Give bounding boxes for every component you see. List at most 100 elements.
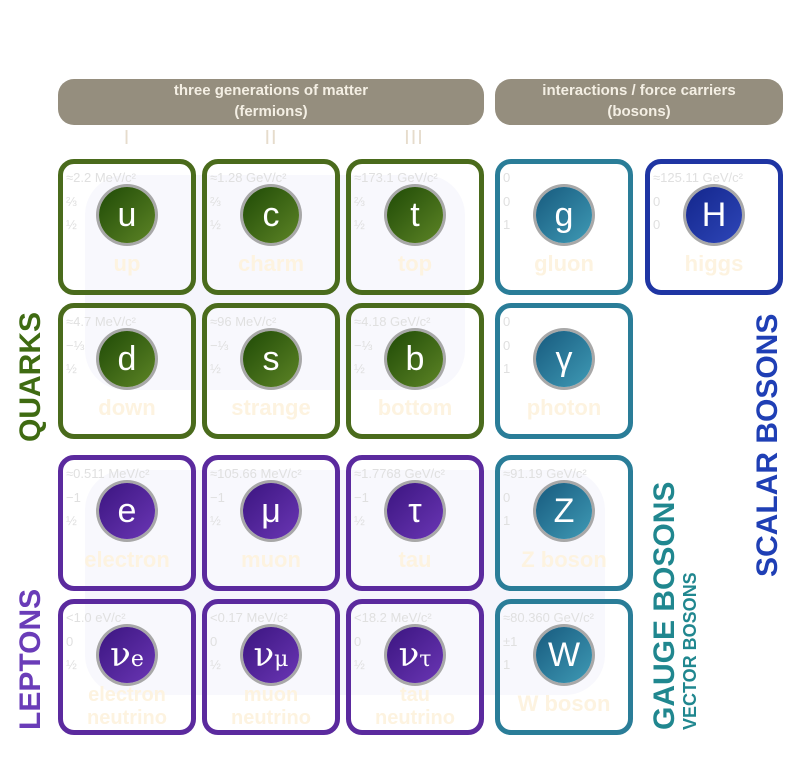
particle-card-photon[interactable]: 0 0 1 γ photon: [495, 303, 633, 439]
charge-label: 0: [503, 338, 511, 353]
particle-card-bottom[interactable]: ≈4.18 GeV/c² −⅓ ½ b bottom: [346, 303, 484, 439]
particle-name: gluon: [534, 251, 594, 276]
charge-label: −⅓: [210, 338, 229, 353]
particle-card-electron[interactable]: ≈0.511 MeV/c² −1 ½ e electron: [58, 455, 196, 591]
symbol-text: b: [405, 339, 425, 378]
symbol-text: c: [262, 195, 280, 234]
particle-symbol-icon: t: [387, 187, 443, 243]
particle-card-down[interactable]: ≈4.7 MeV/c² −⅓ ½ d down: [58, 303, 196, 439]
particle-card-muon[interactable]: ≈105.66 MeV/c² −1 ½ μ muon: [202, 455, 340, 591]
particle-name-line2: neutrino: [231, 707, 311, 729]
particle-name-line1: muon: [243, 684, 299, 706]
particle-card-w-boson[interactable]: ≈80.360 GeV/c² ±1 1 W W boson: [495, 599, 633, 735]
particle-card-higgs[interactable]: ≈125.11 GeV/c² 0 0 H higgs: [645, 159, 783, 295]
particle-name: charm: [237, 251, 305, 276]
particle-name: W boson: [517, 691, 611, 716]
mass-label: ≈2.2 MeV/c²: [66, 170, 136, 185]
spin-label: ½: [66, 657, 77, 672]
particle-name: tau neutrino: [351, 684, 479, 730]
gauge-bosons-label: GAUGE BOSONS: [648, 481, 681, 730]
mass-label: ≈96 MeV/c²: [210, 314, 277, 329]
symbol-text: Z: [553, 491, 575, 530]
bosons-header: interactions / force carriers (bosons): [495, 79, 783, 125]
spin-label: ½: [354, 513, 365, 528]
charge-label: −1: [66, 490, 81, 505]
particle-card-top[interactable]: ≈173.1 GeV/c² ⅔ ½ t top: [346, 159, 484, 295]
generation-label-3: III: [404, 127, 424, 149]
charge-label: −1: [354, 490, 369, 505]
symbol-text: ν: [253, 635, 275, 675]
charge-label: 0: [66, 634, 74, 649]
symbol-text: g: [554, 195, 574, 234]
spin-label: ½: [210, 361, 221, 376]
particle-card-tau[interactable]: ≈1.7768 GeV/c² −1 ½ τ tau: [346, 455, 484, 591]
particle-card-z-boson[interactable]: ≈91.19 GeV/c² 0 1 Z Z boson: [495, 455, 633, 591]
charge-label: ±1: [503, 634, 518, 649]
mass-label: <18.2 MeV/c²: [354, 610, 432, 625]
particle-name: electron: [84, 547, 170, 572]
spin-label: ½: [354, 217, 365, 232]
particle-symbol-icon: W: [536, 627, 592, 683]
particle-card-strange[interactable]: ≈96 MeV/c² −⅓ ½ s strange: [202, 303, 340, 439]
spin-label: 1: [503, 657, 511, 672]
mass-label: ≈80.360 GeV/c²: [503, 610, 594, 625]
bosons-header-line2: (bosons): [607, 103, 671, 120]
particle-card-up[interactable]: ≈2.2 MeV/c² ⅔ ½ u up: [58, 159, 196, 295]
particle-symbol-icon: d: [99, 331, 155, 387]
spin-label: ½: [210, 657, 221, 672]
symbol-text: ν: [398, 635, 420, 675]
particle-name: bottom: [377, 395, 453, 420]
particle-symbol-icon: μ: [243, 483, 299, 539]
fermions-header-line1: three generations of matter: [173, 82, 369, 99]
leptons-label: LEPTONS: [14, 588, 47, 730]
spin-label: ½: [66, 217, 77, 232]
spin-label: ½: [210, 513, 221, 528]
symbol-text: W: [547, 635, 581, 674]
particle-card-charm[interactable]: ≈1.28 GeV/c² ⅔ ½ c charm: [202, 159, 340, 295]
symbol-subscript: e: [130, 646, 144, 672]
particle-symbol-icon: u: [99, 187, 155, 243]
mass-label: ≈0.511 MeV/c²: [66, 466, 150, 481]
vector-bosons-label: VECTOR BOSONS: [680, 572, 700, 730]
mass-label: ≈1.7768 GeV/c²: [354, 466, 445, 481]
spin-label: 0: [653, 217, 661, 232]
particle-name: higgs: [684, 251, 744, 276]
fermions-header: three generations of matter (fermions): [58, 79, 484, 125]
symbol-text: μ: [261, 491, 281, 530]
particle-name-line2: neutrino: [87, 707, 167, 729]
symbol-text: t: [410, 195, 420, 234]
symbol-text: e: [117, 491, 137, 530]
charge-label: 0: [503, 194, 511, 209]
generation-label-2: II: [264, 127, 278, 149]
particle-name: muon: [241, 547, 301, 572]
particle-name-line2: neutrino: [375, 707, 455, 729]
particle-symbol-icon: τ: [387, 483, 443, 539]
particle-card-gluon[interactable]: 0 0 1 g gluon: [495, 159, 633, 295]
particle-name-line1: tau: [400, 684, 430, 706]
symbol-text: H: [701, 195, 727, 234]
charge-label: 0: [210, 634, 218, 649]
bosons-header-line1: interactions / force carriers: [542, 82, 736, 99]
spin-label: 1: [503, 361, 511, 376]
particle-symbol-icon: g: [536, 187, 592, 243]
symbol-text: ν: [110, 635, 131, 675]
mass-label: 0: [503, 170, 511, 185]
particle-name: top: [397, 251, 433, 276]
mass-label: ≈1.28 GeV/c²: [210, 170, 287, 185]
particle-symbol-icon: γ: [536, 331, 592, 387]
charge-label: −1: [210, 490, 225, 505]
symbol-text: u: [117, 195, 137, 234]
spin-label: 1: [503, 513, 511, 528]
mass-label: ≈4.18 GeV/c²: [354, 314, 431, 329]
particle-name: photon: [526, 395, 602, 420]
charge-label: −⅓: [66, 338, 85, 353]
particle-name: Z boson: [521, 547, 607, 572]
particle-symbol-icon: H: [686, 187, 742, 243]
charge-label: 0: [653, 194, 661, 209]
particle-name: strange: [231, 395, 311, 420]
